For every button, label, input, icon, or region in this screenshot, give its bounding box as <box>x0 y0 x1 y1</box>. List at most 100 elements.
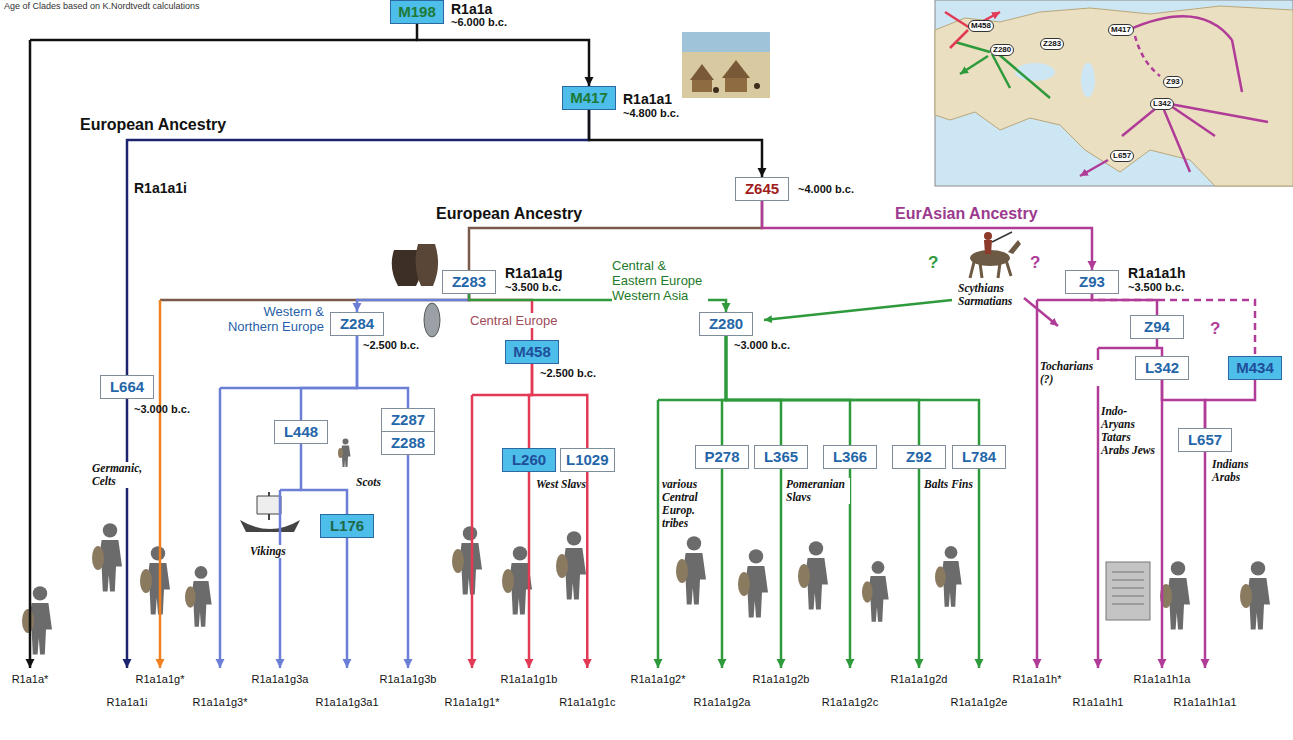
map-marker: L657 <box>1110 150 1134 162</box>
question-mark: ? <box>1030 254 1040 272</box>
age-estimate: ~3.500 b.c. <box>505 281 561 294</box>
marker-name: Z284 <box>340 315 374 332</box>
pottery <box>416 244 438 286</box>
region-label: Western & Northern Europe <box>222 304 324 334</box>
leaf-arrow <box>978 469 981 668</box>
migration-arrow <box>764 298 1058 326</box>
tree-branch <box>301 336 357 420</box>
subclade-name: R1a1a1g1* <box>444 696 499 709</box>
marker-name: L366 <box>833 448 867 465</box>
shield <box>424 303 440 337</box>
tree-branch <box>472 394 532 397</box>
marker-name: M434 <box>1236 359 1274 376</box>
haplogroup-box: Z288 <box>381 431 435 455</box>
marker-name: Z287 <box>391 411 425 428</box>
migration-arrow <box>1024 298 1058 326</box>
village-picture <box>682 32 770 98</box>
people-label: Scots <box>356 476 381 489</box>
leaf-arrow <box>657 400 660 668</box>
horseman <box>992 232 1012 242</box>
warrior-figure <box>1160 561 1190 629</box>
marker-name: Z645 <box>745 180 779 197</box>
people-label: West Slavs <box>536 478 588 491</box>
marker-name: P278 <box>704 448 739 465</box>
viking-ship <box>240 492 300 532</box>
subclade-name: R1a1a1g2b <box>753 673 810 686</box>
subclade-name: R1a1a1g* <box>136 673 185 686</box>
haplogroup-box: Z284~2.500 b.c. <box>330 312 384 336</box>
people-label: Germanic, Celts <box>92 462 156 488</box>
question-mark: ? <box>928 254 938 272</box>
haplogroup-box: L176 <box>320 514 374 538</box>
leaf-arrow <box>219 388 222 668</box>
haplogroup-box: L657 <box>1178 428 1232 452</box>
manuscript <box>1106 562 1150 620</box>
leaf-arrow <box>346 538 349 668</box>
tree-branch <box>1205 380 1255 428</box>
village-picture <box>754 83 760 89</box>
leaf-arrow <box>126 399 129 668</box>
marker-name: Z92 <box>906 448 932 465</box>
haplogroup-box: Z280~3.000 b.c. <box>699 312 753 336</box>
marker-name: L176 <box>330 517 364 534</box>
marker-name: M198 <box>398 3 436 20</box>
map-marker: M417 <box>1108 24 1134 36</box>
haplogroup-box: M198R1a1a~6.000 b.c. <box>390 0 444 24</box>
tree-branch <box>30 39 417 42</box>
map-marker: Z280 <box>990 44 1014 56</box>
subclade-name: R1a1a1g1c <box>559 696 615 709</box>
horseman <box>970 260 1011 278</box>
haplogroup-box: M417R1a1a1~4.800 b.c. <box>562 86 616 110</box>
people-label: Vikings <box>250 545 286 558</box>
region-label: Central & Eastern Europe Western Asia <box>612 258 708 303</box>
haplogroup-box: Z283R1a1a1g~3.500 b.c. <box>442 270 496 294</box>
leaf-arrow <box>471 395 474 668</box>
warrior-figure <box>502 546 532 614</box>
tree-branch <box>1092 294 1255 356</box>
horseman <box>984 240 992 254</box>
warrior-figure <box>92 523 122 591</box>
clade-name: R1a1a1g <box>505 265 563 281</box>
caption-note: Age of Clades based on K.Nordtvedt calcu… <box>4 1 200 11</box>
subclade-name: R1a1a1h1a <box>1134 673 1191 686</box>
leaf-arrow <box>279 490 282 668</box>
people-label: Pomeranian Slavs <box>786 478 850 504</box>
viking-ship <box>257 496 281 514</box>
map-marker: Z283 <box>1040 38 1064 50</box>
map-inset <box>945 12 1268 176</box>
tree-branch <box>357 294 469 312</box>
pottery <box>392 244 438 286</box>
clade-name: R1a1a1h <box>1128 265 1186 281</box>
village-picture <box>682 32 770 52</box>
haplogroup-box: Z645~4.000 b.c. <box>735 177 789 201</box>
marker-name: L342 <box>1145 359 1179 376</box>
warrior-figure <box>935 546 962 607</box>
tree-branch <box>301 444 347 514</box>
map-inset <box>935 0 1293 186</box>
marker-name: L664 <box>110 378 144 395</box>
map-inset <box>955 42 1050 98</box>
tree-branch <box>127 110 589 375</box>
marker-name: L365 <box>764 448 798 465</box>
tree-branch <box>280 489 301 492</box>
warrior-figure <box>140 546 170 614</box>
subclade-name: R1a1a1g2* <box>630 673 685 686</box>
marker-name: M417 <box>570 89 608 106</box>
tree-branch <box>726 336 781 445</box>
leaf-arrow <box>586 472 589 668</box>
marker-name: L784 <box>962 448 996 465</box>
shield <box>424 303 440 337</box>
subclade-name: R1a1a1g3a1 <box>315 696 378 709</box>
haplogroup-box: Z287 <box>381 408 435 432</box>
age-estimate: ~4.800 b.c. <box>623 107 679 120</box>
map-inset <box>1135 36 1160 76</box>
map-inset <box>945 12 1000 48</box>
tree-branch <box>1157 339 1162 356</box>
tree-branch <box>726 336 979 445</box>
subclade-name: R1a1a1h1a1 <box>1173 696 1236 709</box>
tree-branch <box>726 336 850 445</box>
map-marker: L342 <box>1150 98 1174 110</box>
map-inset <box>1081 63 1095 97</box>
tree-branch <box>1162 380 1205 428</box>
